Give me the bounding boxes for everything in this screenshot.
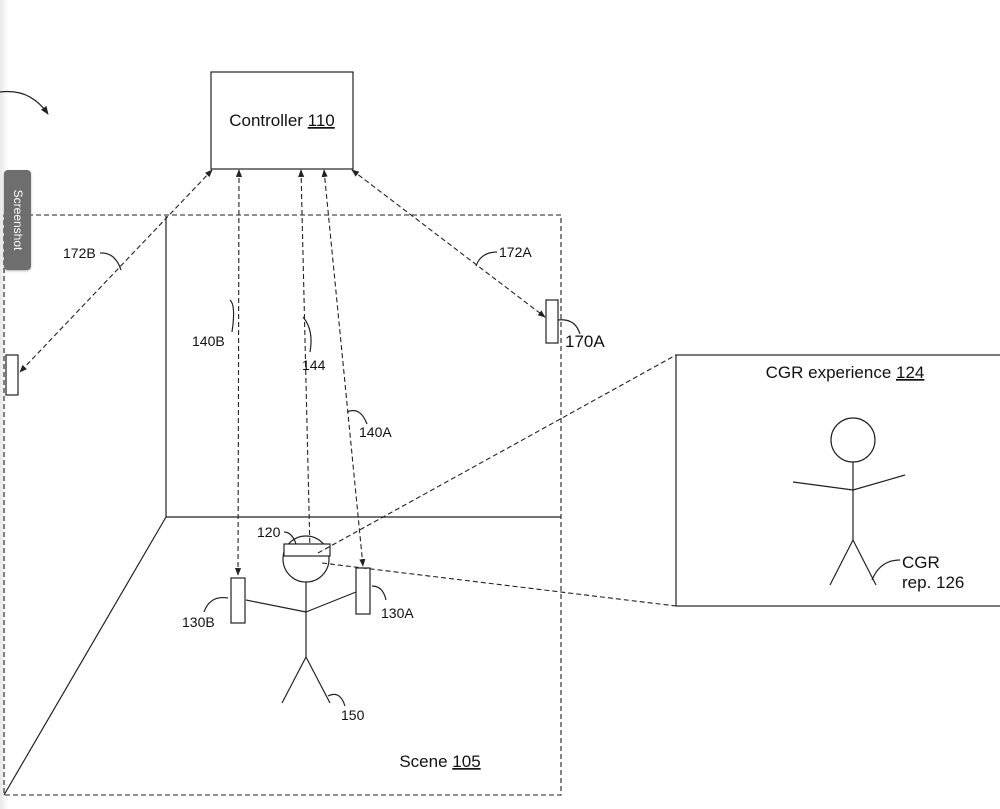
projection-line-bottom xyxy=(321,562,677,607)
leader-130a xyxy=(371,585,387,601)
controller-box xyxy=(210,71,354,170)
scene-label: Scene 105 xyxy=(399,752,480,771)
label-172b: 172B xyxy=(63,245,96,261)
cgr-experience-panel xyxy=(675,354,1000,607)
user-leg-right xyxy=(305,656,331,704)
controller-label: Controller 110 xyxy=(229,111,335,130)
link-172a xyxy=(351,169,546,318)
link-172b xyxy=(19,169,213,373)
cgr-rep-label-line1: CGR xyxy=(902,553,940,572)
user-head xyxy=(282,535,330,583)
leader-150 xyxy=(327,693,346,707)
leader-140a xyxy=(346,409,368,425)
head-mounted-device xyxy=(283,543,331,557)
scene-ref: 105 xyxy=(452,752,480,771)
leader-140b xyxy=(229,299,235,333)
label-130a: 130A xyxy=(381,605,414,621)
leader-172a xyxy=(475,251,498,267)
label-170a: 170A xyxy=(565,332,605,351)
cgr-rep-leg-left xyxy=(829,539,854,586)
scene-boundary xyxy=(3,214,562,796)
link-140a xyxy=(321,169,366,567)
label-140a: 140A xyxy=(359,424,392,440)
screenshot-tab-label: Screenshot xyxy=(10,189,25,251)
room-floor-left-edge xyxy=(3,516,167,796)
controller-device-130b xyxy=(230,577,246,624)
screenshot-tab[interactable]: Screenshot xyxy=(4,170,31,270)
leader-144 xyxy=(302,316,312,353)
curved-arrow-icon xyxy=(0,90,49,115)
leader-120 xyxy=(283,531,297,545)
leader-170a xyxy=(557,319,581,335)
user-arm-left xyxy=(245,599,307,613)
cgr-rep-label-line2: rep. 126 xyxy=(902,573,964,592)
user-arm-right xyxy=(305,591,357,613)
cgr-experience-ref: 124 xyxy=(896,363,924,382)
cgr-experience-label-text: CGR experience xyxy=(766,363,896,382)
controller-label-text: Controller xyxy=(229,111,307,130)
label-140b: 140B xyxy=(192,333,225,349)
label-130b: 130B xyxy=(182,614,215,630)
leader-172b xyxy=(99,252,122,271)
label-144: 144 xyxy=(302,357,326,373)
leader-130b xyxy=(203,596,229,613)
controller-device-130a xyxy=(355,567,371,615)
link-140b xyxy=(234,169,243,576)
cgr-rep-arm-right xyxy=(852,474,906,491)
user-leg-left xyxy=(281,656,307,704)
scene-label-text: Scene xyxy=(399,752,452,771)
sensor-172b xyxy=(5,354,19,396)
projection-line-top xyxy=(317,354,677,554)
cgr-experience-label: CGR experience 124 xyxy=(766,363,925,382)
label-150: 150 xyxy=(341,707,365,723)
cgr-rep-leg-right xyxy=(852,539,877,586)
label-120: 120 xyxy=(257,524,281,540)
cgr-rep-arm-left xyxy=(792,481,854,491)
leader-cgr-rep xyxy=(871,559,901,581)
sensor-170a xyxy=(545,299,559,344)
controller-ref: 110 xyxy=(308,111,335,130)
label-172a: 172A xyxy=(499,244,532,260)
